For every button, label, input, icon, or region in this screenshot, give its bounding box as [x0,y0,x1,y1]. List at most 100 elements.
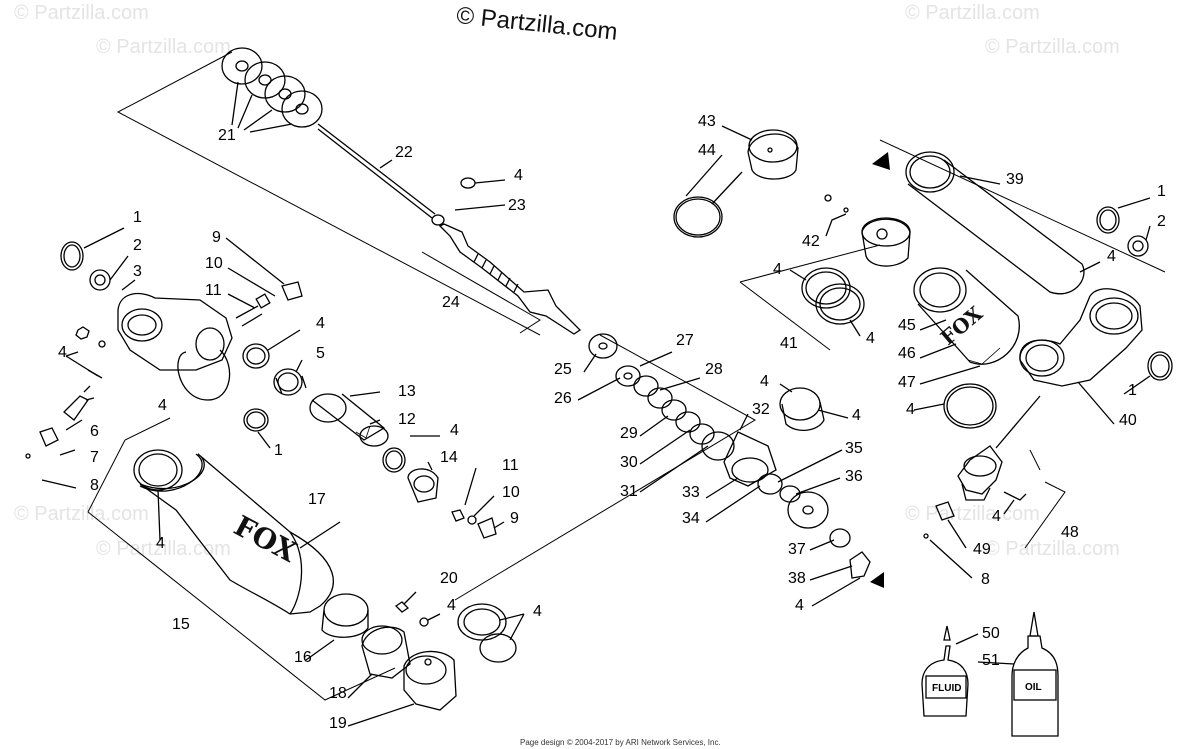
callout-c51: 51 [982,652,1000,669]
callout-c47: 47 [898,374,916,391]
watermark: © Partzilla.com [985,36,1120,58]
callout-c3: 3 [133,263,142,280]
parts-6-7-8-valve [25,326,106,489]
callout-c37: 37 [788,541,806,558]
callout-c29: 29 [620,425,638,442]
callout-c10a: 10 [205,255,223,272]
part-14-adjuster [382,435,505,539]
parts-48-49-knob [923,395,1041,579]
callout-c7: 7 [90,449,99,466]
callout-c24: 24 [442,294,460,311]
brand-logo-46: FOX [936,301,988,350]
callout-c21: 21 [218,127,236,144]
part-22-rod [317,123,436,219]
callout-c1d: 1 [1128,382,1137,399]
callout-c1a: 1 [133,209,142,226]
callout-c4e: 4 [450,422,459,439]
callout-c17: 17 [308,491,326,508]
callout-c50: 50 [982,625,1000,642]
callout-c11a: 11 [205,282,222,299]
callout-c4a: 4 [514,167,523,184]
part-3-eye-mount [60,227,303,401]
callout-c26: 26 [554,390,572,407]
callout-c4c: 4 [58,344,67,361]
part-17-reservoir: FOX [133,449,341,615]
callout-c15: 15 [172,616,190,633]
callout-c12: 12 [398,411,416,428]
callout-c32: 32 [752,401,770,418]
callout-c38: 38 [788,570,806,587]
callout-c44: 44 [698,142,716,159]
callout-c9b: 9 [510,510,519,527]
callout-c48: 48 [1061,524,1079,541]
parts-16-18-19-20 [305,591,525,727]
callout-c8b: 8 [981,571,990,588]
brand-logo-17: FOX [229,509,303,569]
callout-c33: 33 [682,484,700,501]
callout-c6: 6 [90,423,99,440]
callout-c4j: 4 [866,330,875,347]
callout-c1b: 1 [274,442,283,459]
callout-c4h: 4 [533,603,542,620]
parts-43-44-cap [673,125,799,238]
callout-c1c: 1 [1157,183,1166,200]
callout-c43: 43 [698,113,716,130]
callout-c27: 27 [676,332,694,349]
callout-c31: 31 [620,483,638,500]
parts-25-38-valve-stack [577,333,884,607]
callout-c39: 39 [1006,171,1024,188]
callout-c4g: 4 [447,597,456,614]
callout-c18: 18 [329,685,347,702]
callout-c5: 5 [316,345,325,362]
callout-c45: 45 [898,317,916,334]
part-21-washers [221,47,323,133]
callout-c14: 14 [440,449,458,466]
callout-c25: 25 [554,361,572,378]
callout-c30: 30 [620,454,638,471]
part-24-shaft [431,177,582,335]
callout-c16: 16 [294,649,312,666]
group-brackets [87,51,1166,701]
fluid-bottles: FLUID OIL [921,611,1059,737]
parts-45-47-reservoir: FOX [913,267,1020,385]
watermark: © Partzilla.com [96,36,231,58]
callout-c4m: 4 [760,373,769,390]
callout-c4d: 4 [158,397,167,414]
callout-c4i: 4 [773,261,782,278]
callout-c28: 28 [705,361,723,378]
callout-c23: 23 [508,197,526,214]
oil-label: OIL [1025,682,1042,693]
parts-41-42-piston [789,194,911,337]
watermark: © Partzilla.com [14,503,149,525]
watermark: © Partzilla.com [985,538,1120,560]
callout-c41: 41 [780,335,798,352]
callout-c4b: 4 [316,315,325,332]
watermark: © Partzilla.com [905,503,1040,525]
callout-c4n: 4 [852,407,861,424]
callout-c4l: 4 [906,401,915,418]
callout-c13: 13 [398,383,416,400]
callout-c35: 35 [845,440,863,457]
part-12-13-sleeve [242,329,389,449]
callout-c9a: 9 [212,229,221,246]
callout-c20: 20 [440,570,458,587]
callout-c8a: 8 [90,477,99,494]
footer-credit: Page design © 2004-2017 by ARI Network S… [520,738,721,747]
callout-c4k: 4 [1107,248,1116,265]
fluid-label: FLUID [932,683,961,694]
callout-c2b: 2 [1157,213,1166,230]
callout-c46: 46 [898,345,916,362]
callout-c40: 40 [1119,412,1137,429]
callout-c2a: 2 [133,237,142,254]
callout-c36: 36 [845,468,863,485]
callout-c4p: 4 [992,508,1001,525]
callout-c22: 22 [395,144,413,161]
part-40-eye-mount [913,197,1173,429]
callout-c11b: 11 [502,457,519,474]
callout-c10b: 10 [502,484,520,501]
callout-c4f: 4 [156,535,165,552]
callout-c49: 49 [973,541,991,558]
